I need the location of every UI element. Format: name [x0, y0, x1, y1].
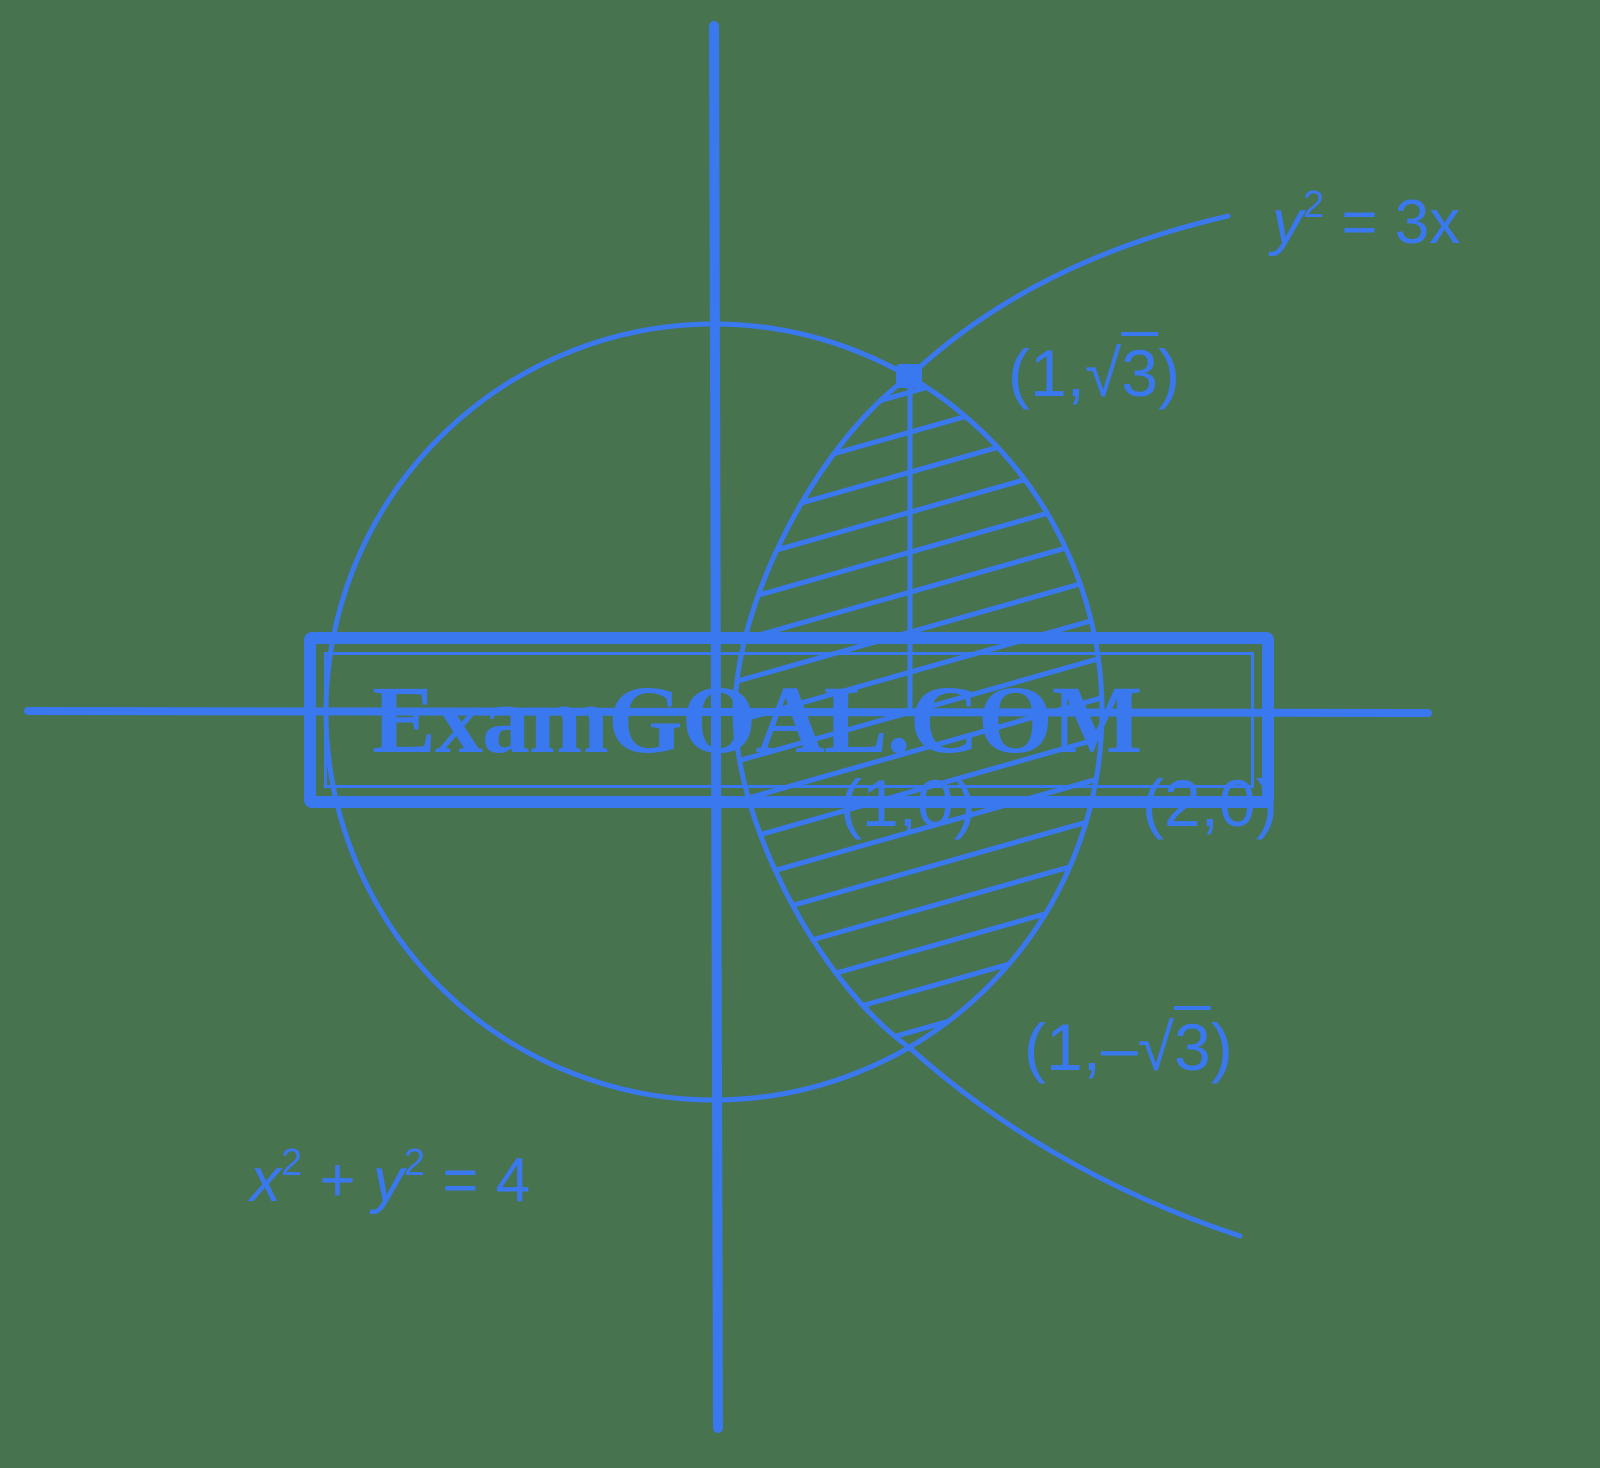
- parabola-curve: [732, 213, 1243, 1239]
- upper-intersection-label: (1,√3): [1008, 340, 1180, 406]
- upper-intersection-root: 3: [1121, 336, 1158, 410]
- circle-y: y: [372, 1146, 404, 1215]
- lower-intersection-root: 3: [1173, 1010, 1211, 1084]
- circle-equation-label: x2 + y2 = 4: [250, 1144, 530, 1212]
- intersection-point-dot: [896, 364, 922, 388]
- x-axis: [24, 707, 1432, 717]
- circle-rhs: = 4: [442, 1146, 531, 1215]
- upper-intersection-close: ): [1157, 336, 1180, 410]
- circle-x: x: [250, 1146, 281, 1215]
- circle-plus: +: [319, 1146, 356, 1215]
- circle-y-exponent: 2: [403, 1142, 425, 1184]
- foot-point-label: (1,0): [840, 766, 976, 840]
- circle-intercept-label: (2,0): [1142, 766, 1278, 840]
- lower-intersection-label: (1,–√3): [1024, 1014, 1233, 1080]
- lower-intersection-open: (1,–: [1024, 1010, 1138, 1084]
- upper-intersection-open: (1,: [1008, 336, 1086, 410]
- parabola-lhs: y: [1272, 188, 1303, 257]
- sqrt-icon: √: [1085, 336, 1122, 410]
- watermark-box: [304, 632, 1274, 808]
- sqrt-icon: √: [1137, 1010, 1174, 1084]
- lower-intersection-close: ): [1210, 1010, 1233, 1084]
- parabola-equation-label: y2 = 3x: [1272, 186, 1460, 254]
- circle-x-exponent: 2: [281, 1142, 303, 1184]
- y-axis: [709, 21, 723, 1433]
- parabola-rhs: = 3x: [1341, 188, 1461, 257]
- parabola-lhs-exponent: 2: [1303, 184, 1325, 226]
- watermark-inner-border: [324, 652, 1254, 788]
- watermark-text: ExamGOAL.COM: [372, 666, 1142, 773]
